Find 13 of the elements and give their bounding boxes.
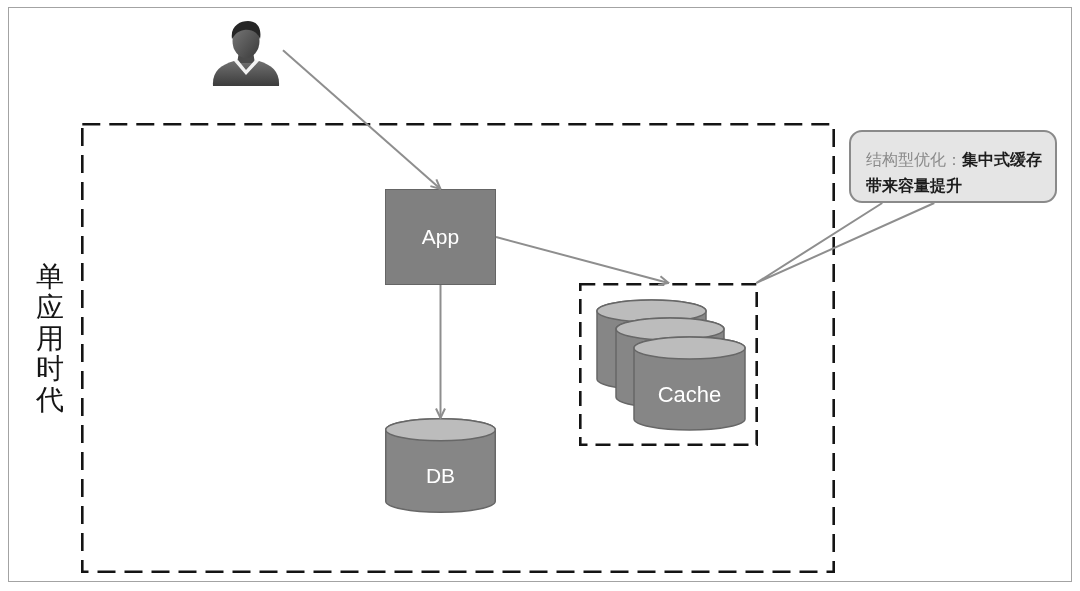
process-box [385,189,496,285]
speech-bubble [849,130,1057,203]
callout-text: 结构型优化：集中式缓存带来容量提升 [866,149,1043,197]
callout-pointer [755,202,936,284]
box-label: App [421,224,460,250]
arrow [495,236,670,286]
dashed-boundary [579,283,758,446]
arrow [282,49,442,190]
database-cylinder [385,418,496,513]
cylinder-label: Cache [657,381,722,408]
arrow [435,284,446,419]
vertical-title: 单应用时代 [36,262,64,416]
cylinder-label: DB [425,464,456,489]
